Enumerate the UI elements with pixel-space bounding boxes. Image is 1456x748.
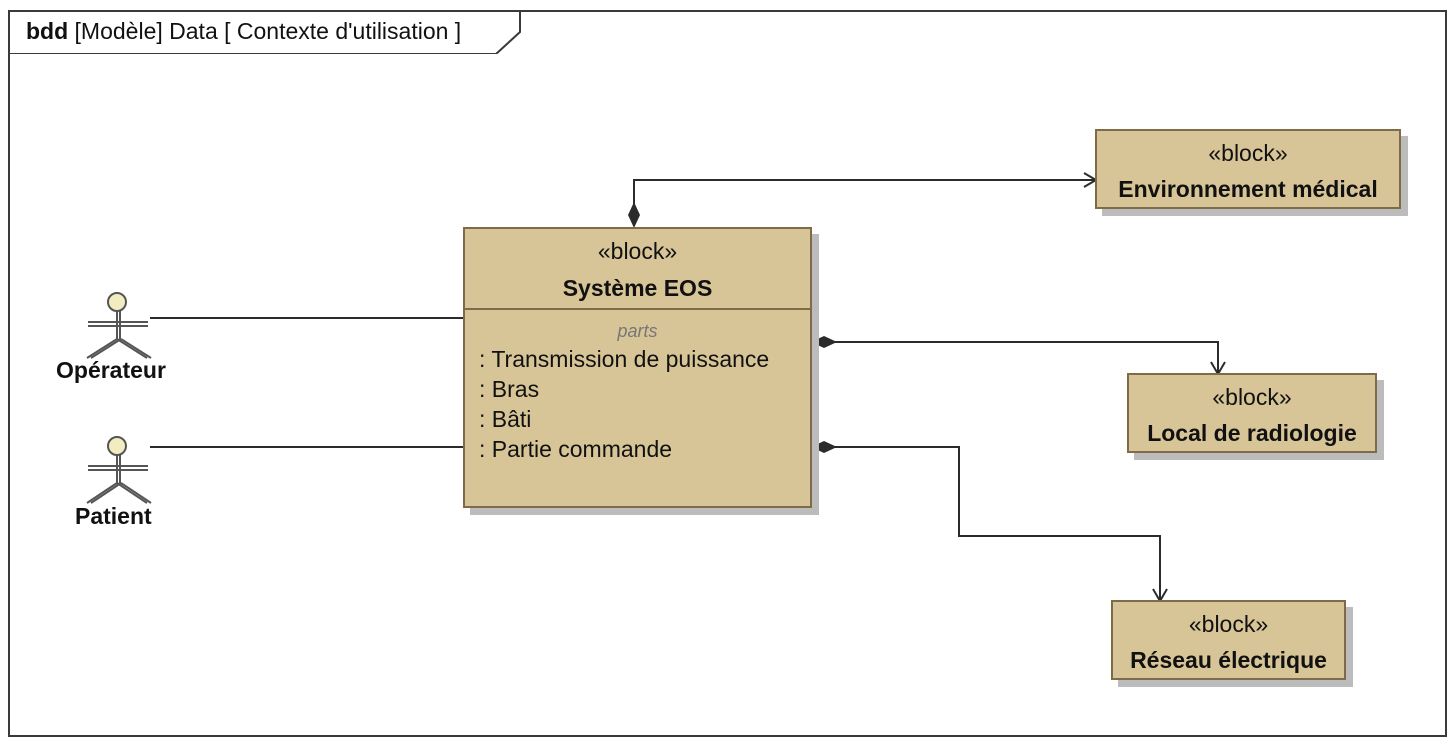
block-name: Système EOS bbox=[562, 275, 713, 301]
compartment-title: parts bbox=[617, 321, 658, 341]
actor-operateur-icon[interactable] bbox=[86, 292, 152, 359]
block-reseau-electrique[interactable]: «block» Réseau électrique bbox=[1111, 600, 1346, 680]
actor-patient-icon[interactable] bbox=[86, 436, 152, 504]
block-stereotype: «block» bbox=[1208, 140, 1288, 166]
diagram-frame bbox=[8, 10, 1447, 737]
block-name: Environnement médical bbox=[1118, 176, 1378, 202]
frame-title: bdd [Modèle] Data [ Contexte d'utilisati… bbox=[26, 18, 461, 45]
block-stereotype: «block» bbox=[1188, 611, 1269, 637]
composition-reseau[interactable] bbox=[811, 441, 1168, 603]
block-environnement-medical[interactable]: «block» Environnement médical bbox=[1095, 129, 1401, 209]
frame-tab bbox=[8, 10, 521, 54]
part-item[interactable]: : Bâti bbox=[479, 406, 532, 432]
block-stereotype: «block» bbox=[1212, 384, 1292, 410]
frame-name: [Modèle] Data [ Contexte d'utilisation ] bbox=[74, 18, 462, 44]
actor-operateur-label: Opérateur bbox=[56, 357, 166, 383]
part-item[interactable]: : Transmission de puissance bbox=[479, 346, 770, 372]
block-local-radiologie[interactable]: «block» Local de radiologie bbox=[1127, 373, 1377, 453]
part-item[interactable]: : Bras bbox=[479, 376, 540, 402]
actor-patient-label: Patient bbox=[75, 503, 152, 529]
block-systeme-eos[interactable]: «block» Système EOS parts : Transmission… bbox=[463, 227, 812, 508]
composition-local[interactable] bbox=[811, 336, 1226, 376]
part-item[interactable]: : Partie commande bbox=[479, 436, 673, 462]
compartment-divider bbox=[465, 308, 810, 310]
composition-environnement[interactable] bbox=[628, 172, 1098, 228]
block-name: Réseau électrique bbox=[1130, 647, 1327, 673]
block-name: Local de radiologie bbox=[1147, 420, 1357, 446]
frame-kind: bdd bbox=[26, 18, 69, 44]
block-stereotype: «block» bbox=[597, 238, 678, 264]
